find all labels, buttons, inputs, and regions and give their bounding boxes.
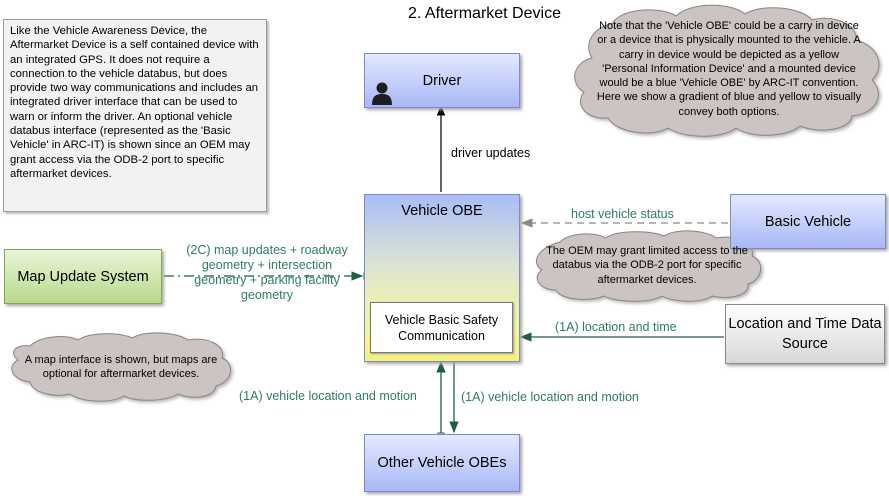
flow-label-host-vehicle-status: host vehicle status [571, 207, 674, 221]
flow-label-vlm-out: (1A) vehicle location and motion [461, 390, 639, 404]
location-time-label: Location and Time Data Source [728, 316, 882, 352]
cloud-map-note-text: A map interface is shown, but maps are o… [24, 354, 218, 381]
other-vehicle-obes-node[interactable]: Other Vehicle OBEs [364, 434, 520, 492]
map-update-system-label: Map Update System [17, 268, 149, 285]
other-vehicle-obes-label: Other Vehicle OBEs [377, 455, 507, 471]
flow-label-map-updates: (2C) map updates + roadway geometry + in… [186, 243, 348, 302]
vbsc-label: Vehicle Basic Safety Communication [384, 312, 499, 343]
driver-label: Driver [422, 72, 462, 89]
flow-label-location-time: (1A) location and time [555, 320, 677, 334]
flow-label-vlm-in: (1A) vehicle location and motion [239, 389, 417, 403]
location-time-node[interactable]: Location and Time Data Source [725, 304, 885, 364]
basic-vehicle-node[interactable]: Basic Vehicle [730, 194, 886, 249]
vehicle-obe-label: Vehicle OBE [401, 203, 483, 219]
map-update-system-node[interactable]: Map Update System [4, 249, 162, 304]
diagram-title: 2. Aftermarket Device [408, 5, 561, 22]
intro-note: Like the Vehicle Awareness Device, the A… [3, 19, 267, 212]
basic-vehicle-label: Basic Vehicle [764, 213, 852, 230]
cloud-oem-note-text: The OEM may grant limited access to the … [546, 245, 748, 286]
cloud-obe-note-text: Note that the 'Vehicle OBE' could be a c… [596, 20, 862, 118]
vbsc-node[interactable]: Vehicle Basic Safety Communication [370, 302, 513, 353]
cloud-map-note [11, 332, 231, 402]
person-icon [372, 82, 392, 105]
flow-label-driver-updates: driver updates [451, 146, 531, 160]
cloud-oem-note [536, 230, 762, 302]
driver-node[interactable]: Driver [364, 53, 520, 108]
cloud-obe-note [574, 4, 880, 137]
